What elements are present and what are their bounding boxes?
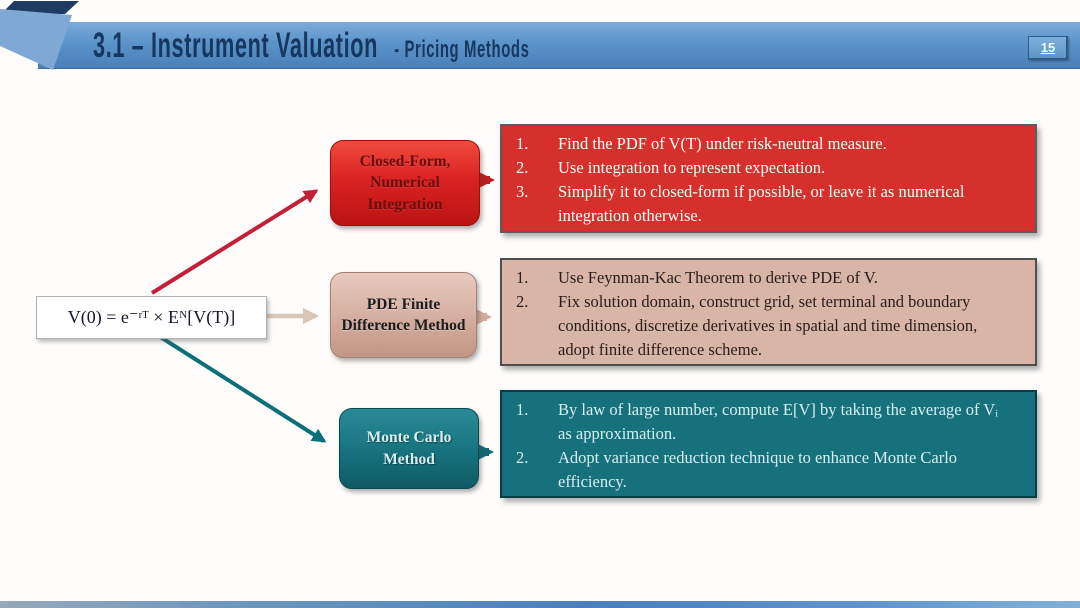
- step-text: Fix solution domain, construct grid, set…: [558, 291, 978, 359]
- step-text: By law of large number, compute E[V] by …: [558, 400, 998, 443]
- step-item: 2. Use integration to represent expectat…: [508, 156, 1011, 180]
- step-number: 1.: [516, 268, 529, 287]
- method-label: Closed-Form, Numerical Integration: [359, 152, 451, 213]
- step-text: Adopt variance reduction technique to en…: [558, 447, 958, 491]
- step-item: 3. Simplify it to closed-form if possibl…: [508, 180, 1011, 228]
- step-item: 1. Use Feynman-Kac Theorem to derive PDE…: [508, 266, 1011, 290]
- valuation-formula-box: V(0) = e⁻ʳᵀ × Eᴺ[V(T)]: [36, 296, 267, 339]
- page-number-badge: 15: [1028, 36, 1068, 60]
- arrow-formula-to-closed-form: [150, 189, 319, 295]
- step-text: Simplify it to closed-form if possible, …: [558, 181, 965, 225]
- bottom-accent-bar: [0, 601, 1080, 608]
- page-title: 3.1 – Instrument Valuation: [93, 26, 379, 65]
- step-text: Use integration to represent expectation…: [558, 157, 826, 177]
- top-banner: [38, 22, 1080, 69]
- step-item: 2. Fix solution domain, construct grid, …: [508, 290, 1011, 362]
- method-label: PDE Finite Difference Method: [341, 295, 466, 334]
- step-item: 2. Adopt variance reduction technique to…: [508, 446, 1011, 494]
- ribbon-fold-icon: [0, 1, 79, 70]
- header-titles: 3.1 – Instrument Valuation - Pricing Meth…: [93, 24, 530, 75]
- arrow-formula-to-monte-carlo: [149, 329, 327, 443]
- step-item: 1. By law of large number, compute E[V] …: [508, 398, 1011, 446]
- step-number: 2.: [516, 291, 529, 311]
- method-box-monte-carlo: Monte Carlo Method: [339, 408, 479, 489]
- step-number: 1.: [516, 400, 529, 419]
- detail-box-closed-form: 1. Find the PDF of V(T) under risk-neutr…: [500, 124, 1037, 233]
- step-number: 3.: [516, 181, 529, 201]
- method-box-pde: PDE Finite Difference Method: [330, 272, 477, 358]
- step-number: 2.: [516, 447, 529, 467]
- method-label: Monte Carlo Method: [366, 429, 452, 468]
- page-subtitle: - Pricing Methods: [394, 36, 530, 63]
- detail-box-monte-carlo: 1. By law of large number, compute E[V] …: [500, 390, 1037, 498]
- step-text: Use Feynman-Kac Theorem to derive PDE of…: [558, 268, 878, 287]
- valuation-formula: V(0) = e⁻ʳᵀ × Eᴺ[V(T)]: [67, 307, 236, 327]
- step-number: 1.: [516, 134, 529, 153]
- step-text: Find the PDF of V(T) under risk-neutral …: [558, 134, 887, 153]
- detail-box-pde: 1. Use Feynman-Kac Theorem to derive PDE…: [500, 258, 1037, 366]
- method-box-closed-form: Closed-Form, Numerical Integration: [330, 140, 480, 226]
- step-item: 1. Find the PDF of V(T) under risk-neutr…: [508, 132, 1011, 156]
- step-number: 2.: [516, 157, 529, 177]
